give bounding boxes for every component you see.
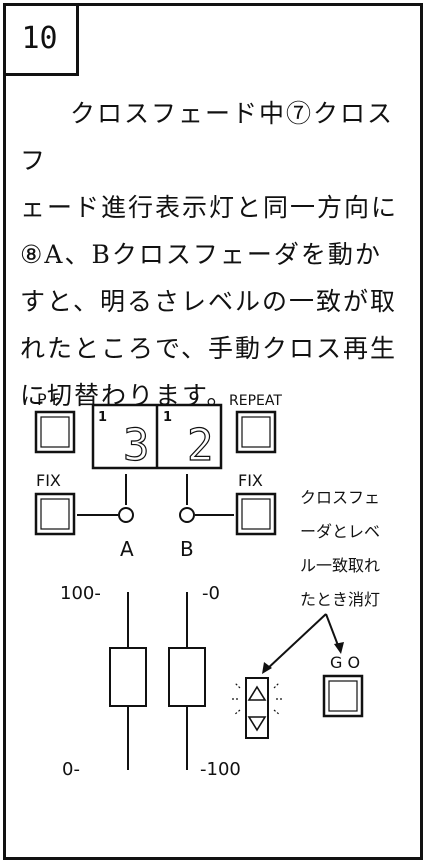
display-a-digit: 3: [123, 420, 150, 471]
note-line: ーダとレベ: [300, 522, 380, 541]
fix-right-label: FIX: [238, 471, 263, 490]
channel-b-label: B: [180, 537, 194, 561]
pf-label: P F: [37, 390, 61, 409]
instruction-card: [3, 3, 423, 860]
display-b-mark: 1: [163, 410, 172, 425]
repeat-label: REPEAT: [229, 393, 282, 409]
paragraph-line: れたところで、手動クロス再生: [20, 334, 398, 363]
display-a-mark: 1: [98, 410, 107, 425]
go-label: G O: [330, 653, 360, 672]
note-line: クロスフェ: [300, 488, 380, 507]
channel-a-lamp: [77, 474, 134, 523]
pf-button[interactable]: [34, 410, 76, 454]
fix-left-label: FIX: [36, 471, 61, 490]
fader-a-bottom-label: 0-: [62, 759, 80, 780]
go-button[interactable]: [322, 674, 364, 718]
repeat-button[interactable]: [235, 410, 277, 454]
channel-a-label: A: [120, 537, 134, 561]
paragraph-line: ェード進行表示灯と同一方向に: [20, 193, 399, 222]
display-b-digit: 2: [187, 420, 214, 471]
fader-b[interactable]: [168, 592, 206, 770]
paragraph-line: すと、明るさレベルの一致が取: [20, 287, 398, 316]
fader-a-top-label: 100-: [60, 583, 101, 604]
note-line: たとき消灯: [300, 590, 380, 609]
crossfade-progress-indicator: [230, 677, 284, 739]
fader-b-bottom-label: -100: [200, 759, 241, 780]
step-number: 10: [3, 3, 79, 76]
fix-left-button[interactable]: [34, 492, 76, 536]
fix-right-button[interactable]: [235, 492, 277, 536]
fader-a[interactable]: [109, 592, 147, 770]
paragraph-line: ⑧A、Bクロスフェーダを動か: [20, 240, 382, 269]
channel-b-lamp: [179, 474, 234, 523]
note-line: ル一致取れ: [300, 556, 380, 575]
paragraph-line: クロスフェード中⑦クロスフ: [20, 99, 395, 175]
instruction-paragraph: クロスフェード中⑦クロスフ ェード進行表示灯と同一方向に ⑧A、Bクロスフェーダ…: [20, 90, 415, 419]
fader-b-top-label: -0: [202, 583, 220, 604]
step-display: [91, 403, 223, 470]
note-arrows: [262, 613, 344, 674]
